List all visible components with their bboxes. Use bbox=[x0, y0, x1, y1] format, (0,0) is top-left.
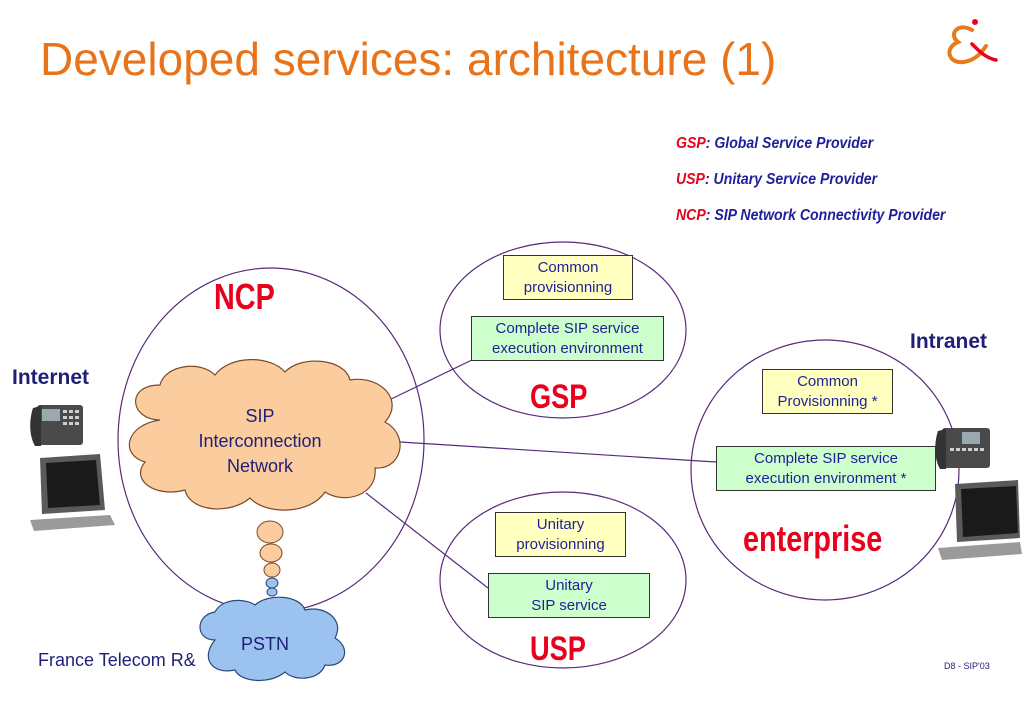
legend-gsp: GSP: Global Service Provider bbox=[676, 135, 873, 153]
legend-ncp: NCP: SIP Network Connectivity Provider bbox=[676, 207, 945, 225]
legend-abbr: GSP bbox=[676, 135, 706, 152]
connector-enterprise bbox=[399, 441, 717, 463]
enterprise-execution-environment-box: Complete SIP service execution environme… bbox=[716, 446, 936, 491]
legend-text: : Global Service Provider bbox=[705, 135, 874, 152]
gsp-common-provisioning-box: Common provisionning bbox=[503, 255, 633, 300]
usp-unitary-provisioning-box: Unitary provisionning bbox=[495, 512, 626, 557]
ip-phone-icon bbox=[30, 405, 83, 446]
legend-abbr: USP bbox=[676, 171, 705, 188]
legend-text: : SIP Network Connectivity Provider bbox=[705, 207, 946, 224]
box-line: Unitary bbox=[545, 576, 593, 594]
connector-gsp bbox=[384, 357, 477, 403]
enterprise-label: enterprise bbox=[743, 518, 883, 559]
internet-label: Internet bbox=[12, 366, 90, 389]
cloud-bubbles-blue bbox=[265, 577, 279, 597]
pstn-label: PSTN bbox=[240, 634, 289, 654]
box-line: execution environment * bbox=[745, 469, 907, 487]
computer-monitor-icon bbox=[30, 454, 115, 531]
ip-phone-icon bbox=[935, 428, 990, 469]
footer-organization: France Telecom R& bbox=[38, 650, 196, 670]
usp-ellipse bbox=[439, 491, 687, 669]
box-line: SIP service bbox=[531, 596, 607, 614]
box-line: execution environment bbox=[492, 339, 643, 357]
legend-abbr: NCP bbox=[676, 207, 706, 224]
intranet-label: Intranet bbox=[910, 330, 988, 353]
footer-slide-id: D8 - SIP'03 bbox=[944, 661, 990, 671]
gsp-label: GSP bbox=[530, 378, 588, 416]
sip-cloud-label: SIP Interconnection Network bbox=[170, 404, 350, 479]
legend-text: : Unitary Service Provider bbox=[704, 171, 878, 188]
enterprise-ellipse bbox=[690, 339, 960, 601]
gsp-execution-environment-box: Complete SIP service execution environme… bbox=[471, 316, 664, 361]
box-line: Complete SIP service bbox=[754, 449, 898, 467]
france-telecom-logo-icon bbox=[947, 19, 998, 65]
page-title: Developed services: architecture (1) bbox=[40, 33, 777, 85]
box-line: Unitary bbox=[536, 515, 585, 533]
box-line: Common bbox=[537, 258, 599, 276]
sip-cloud-shape bbox=[128, 359, 401, 511]
box-line: Common bbox=[797, 372, 858, 390]
box-line: provisionning bbox=[523, 278, 613, 296]
usp-unitary-sip-service-box: Unitary SIP service bbox=[488, 573, 650, 618]
sip-cloud-line: Interconnection bbox=[198, 431, 322, 451]
sip-cloud-line: SIP bbox=[245, 406, 275, 426]
connector-usp bbox=[365, 492, 489, 589]
box-line: provisionning bbox=[516, 535, 605, 553]
box-line: Provisionning * bbox=[777, 392, 878, 410]
enterprise-common-provisioning-box: Common Provisionning * bbox=[762, 369, 893, 414]
box-line: Complete SIP service bbox=[495, 319, 640, 337]
cloud-bubbles bbox=[256, 520, 284, 578]
ncp-label: NCP bbox=[214, 276, 275, 317]
pstn-cloud-shape bbox=[199, 596, 346, 681]
usp-label: USP bbox=[530, 630, 586, 668]
gsp-ellipse bbox=[439, 241, 687, 419]
legend-usp: USP: Unitary Service Provider bbox=[676, 171, 877, 189]
computer-monitor-icon bbox=[938, 480, 1022, 560]
sip-cloud-line: Network bbox=[226, 456, 293, 476]
